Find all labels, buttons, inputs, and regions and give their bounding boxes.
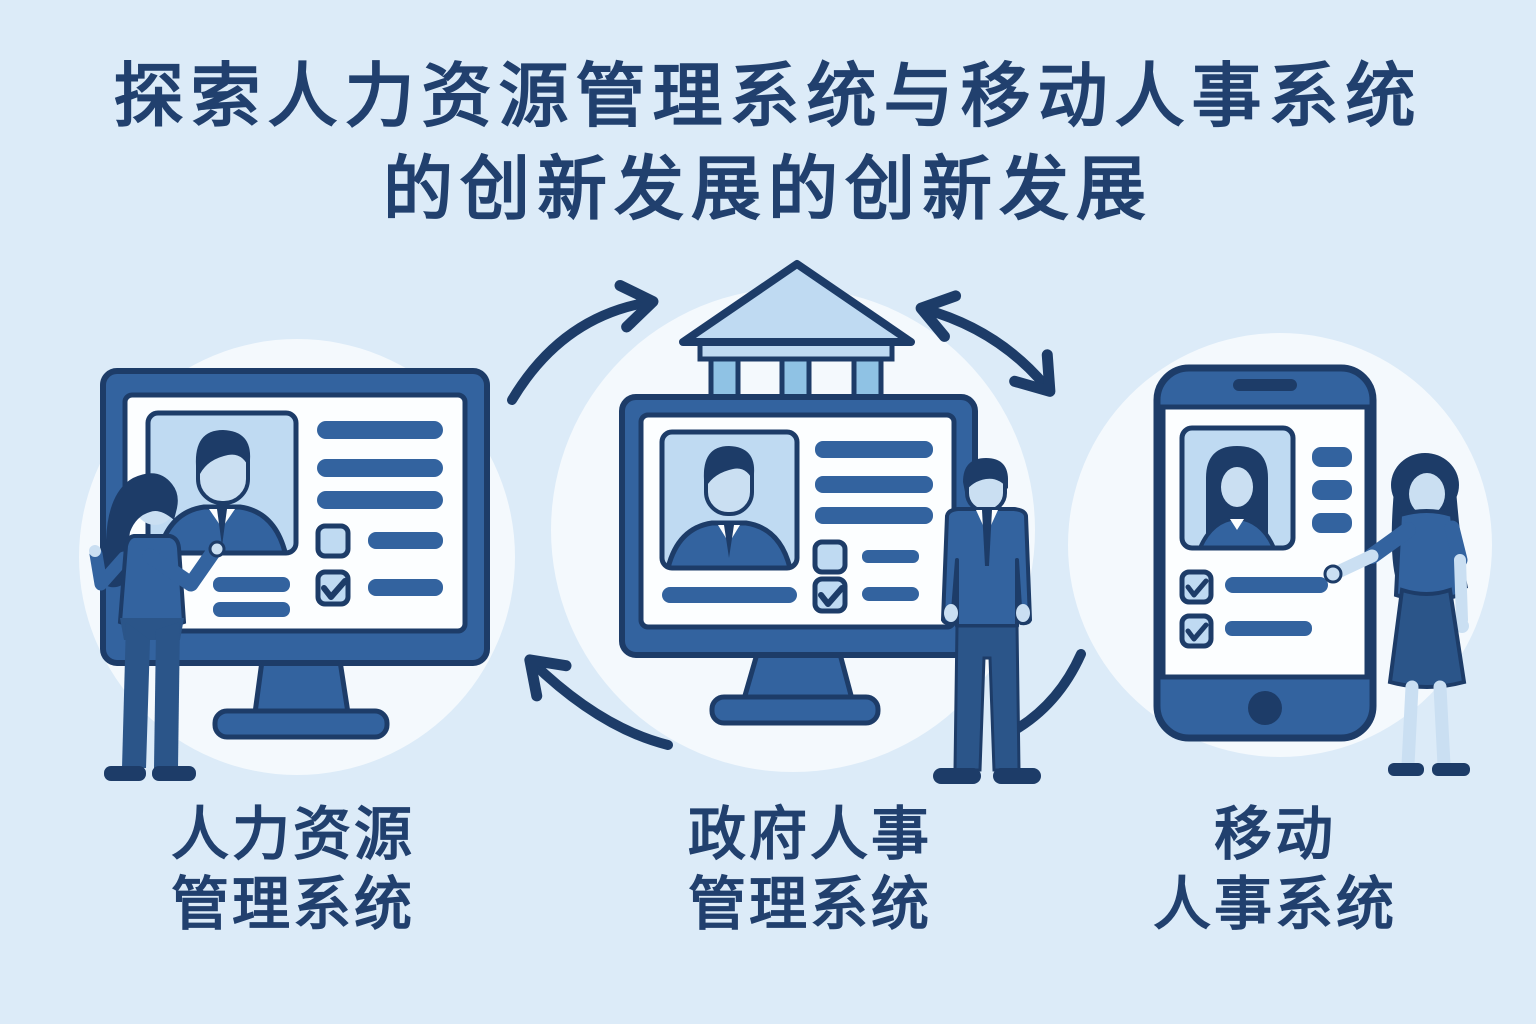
checkbox-unchecked-icon: [315, 523, 351, 559]
woman-presenter-figure-left: [89, 473, 226, 781]
checkbox-checked-icon: [1179, 569, 1214, 605]
text-bar: [815, 476, 933, 493]
text-bar: [862, 587, 919, 601]
text-bar: [317, 459, 443, 477]
arrow-left-to-center-icon: [507, 280, 659, 405]
page-title: 探索人力资源管理系统与移动人事系统 的创新发展的创新发展: [0, 50, 1536, 236]
text-bar: [1225, 621, 1312, 636]
checkbox-unchecked-icon: [812, 539, 848, 575]
label-line: 管理系统: [170, 872, 415, 937]
arrow-center-right-double-icon: [915, 290, 1056, 397]
text-bar: [862, 550, 919, 563]
label-mobile-system: 移动 人事系统: [1075, 800, 1475, 940]
text-bar: [317, 421, 443, 439]
home-button-icon: [1248, 691, 1282, 725]
label-gov-system: 政府人事 管理系统: [610, 800, 1010, 940]
gov-system-illustration: [619, 394, 978, 726]
avatar-female: [1198, 446, 1276, 548]
label-hr-system: 人力资源 管理系统: [93, 800, 493, 940]
text-bar: [368, 579, 443, 596]
text-bar: [1225, 577, 1328, 593]
government-building-icon: [679, 260, 915, 404]
text-bar: [815, 507, 933, 524]
text-bar: [317, 491, 443, 509]
text-bar: [1312, 447, 1352, 467]
monitor-stand: [252, 658, 351, 716]
mobile-system-illustration: [1153, 364, 1377, 742]
text-bar: [368, 532, 443, 549]
speaker-slot: [1233, 379, 1297, 391]
text-bar: [1312, 480, 1352, 500]
label-line: 政府人事: [687, 802, 932, 867]
avatar-male: [665, 446, 793, 568]
businessman-figure-center: [933, 458, 1041, 784]
monitor-stand: [740, 651, 856, 702]
avatar-male: [155, 430, 289, 553]
label-line: 人力资源: [170, 802, 415, 867]
label-line: 移动: [1213, 802, 1336, 867]
arrow-center-to-left-icon: [524, 654, 673, 750]
text-bar: [815, 441, 933, 458]
building-pediment: [679, 260, 915, 346]
text-bar: [213, 602, 290, 617]
monitor-base: [709, 694, 881, 726]
checkbox-checked-icon: [1179, 613, 1214, 649]
checkbox-checked-icon: [812, 576, 848, 614]
text-bar: [213, 577, 290, 592]
title-line-1: 探索人力资源管理系统与移动人事系统: [113, 57, 1423, 135]
text-bar: [662, 587, 797, 603]
text-bar: [1312, 513, 1352, 533]
label-line: 管理系统: [687, 872, 932, 937]
checkbox-checked-icon: [315, 569, 351, 607]
title-line-2: 的创新发展的创新发展: [383, 150, 1153, 228]
woman-presenter-figure-right: [1323, 453, 1470, 776]
label-line: 人事系统: [1152, 872, 1397, 937]
monitor-base: [212, 708, 390, 740]
hr-system-illustration: [100, 368, 490, 740]
